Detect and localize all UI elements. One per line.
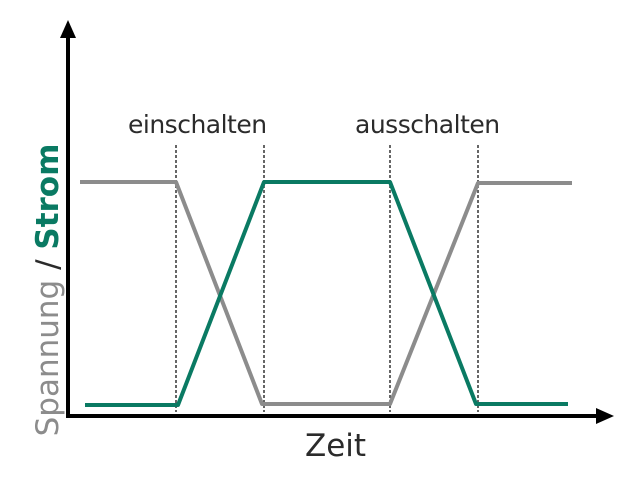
current-curve: [85, 180, 568, 407]
voltage-curve: [80, 180, 572, 406]
y-axis-label: Spannung / Strom: [30, 144, 66, 437]
x-axis-label: Zeit: [305, 428, 367, 464]
y-axis-arrow-icon: [60, 20, 76, 38]
y-axis-label-voltage: Spannung: [30, 279, 66, 437]
y-axis-label-current: Strom: [30, 143, 66, 250]
event-guide-lines: [175, 145, 479, 412]
x-axis-arrow-icon: [596, 408, 614, 424]
event-label-einschalten: einschalten: [128, 110, 267, 139]
y-axis-label-separator: /: [30, 249, 66, 280]
axes: [66, 36, 598, 418]
event-label-ausschalten: ausschalten: [355, 110, 500, 139]
